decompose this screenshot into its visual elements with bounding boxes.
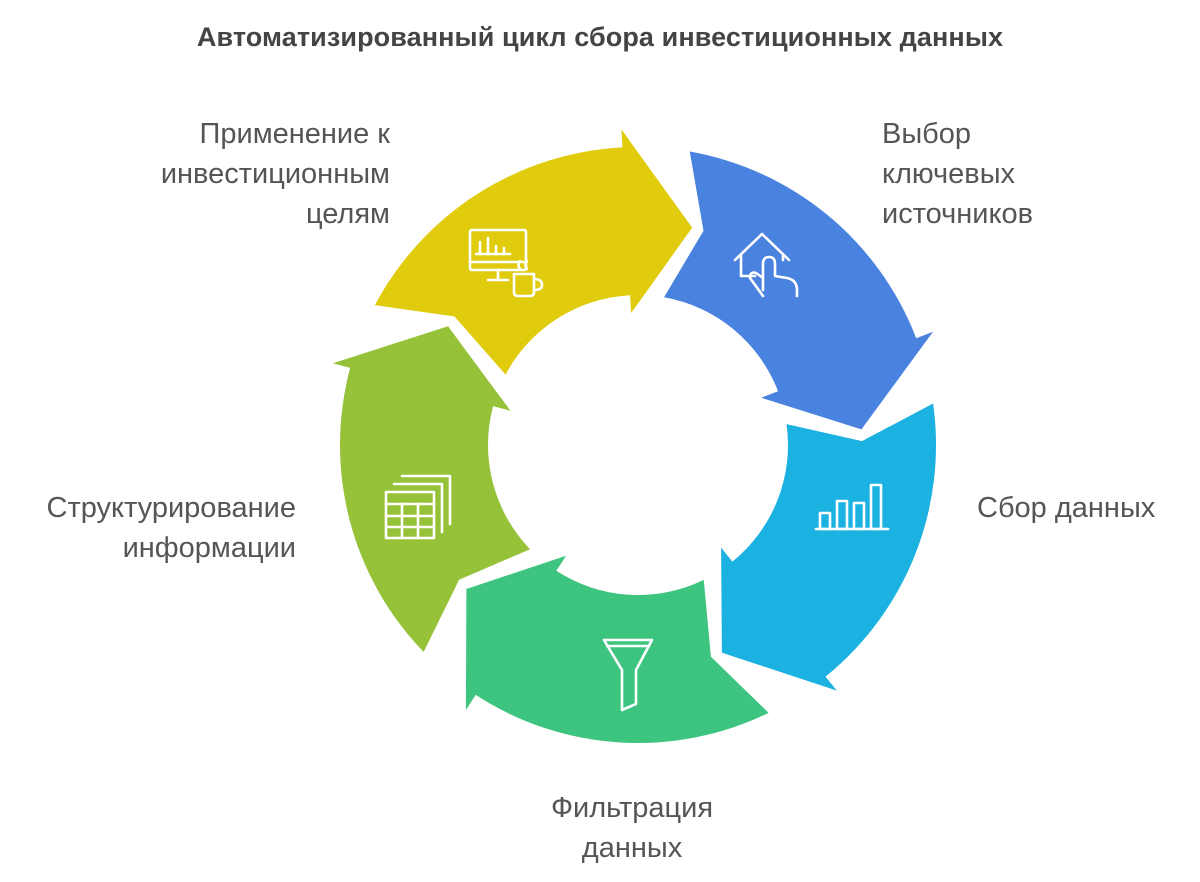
monitor-coffee-icon xyxy=(468,228,544,298)
segment-collect-data xyxy=(721,403,936,691)
diagram-title: Автоматизированный цикл сбора инвестицио… xyxy=(196,22,1004,52)
label-structure-info: Структурирование информации xyxy=(46,492,296,564)
segment-apply-goals xyxy=(374,129,693,375)
segment-select-sources xyxy=(664,151,934,430)
label-apply-goals: Применение к инвестиционным целям xyxy=(160,118,390,230)
house-hand-icon xyxy=(733,232,799,298)
label-collect-data: Сбор данных xyxy=(977,492,1156,524)
segment-filter-data xyxy=(465,555,769,743)
label-filter-data: Фильтрация данных xyxy=(550,792,714,864)
spreadsheet-icon xyxy=(384,474,452,540)
segment-structure-info xyxy=(332,326,531,653)
funnel-icon xyxy=(602,638,654,712)
label-select-sources: Выбор ключевых источников xyxy=(882,118,1034,230)
bar-chart-icon xyxy=(814,483,890,531)
